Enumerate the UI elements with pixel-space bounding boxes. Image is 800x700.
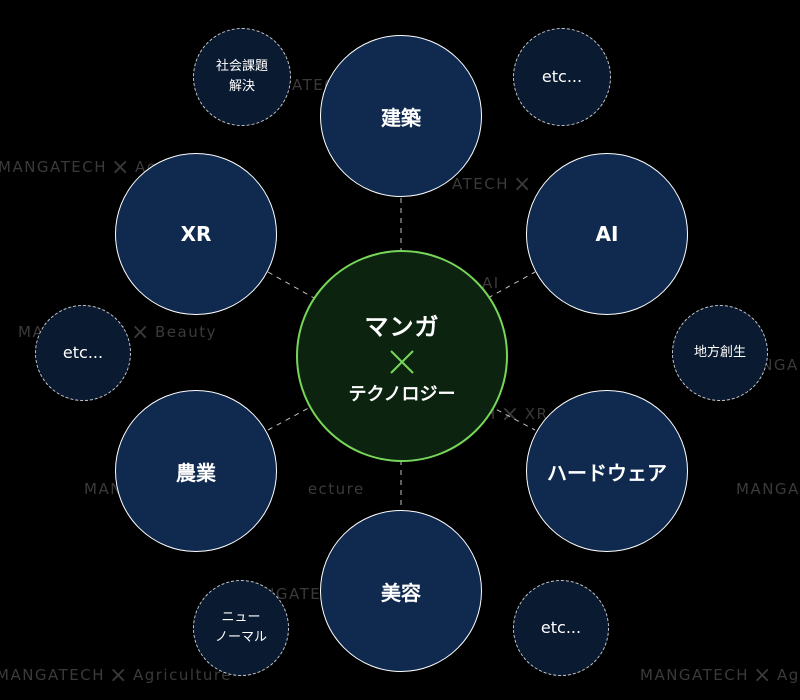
node-etc-top: etc... xyxy=(513,28,611,126)
node-architecture: 建築 xyxy=(320,35,482,197)
node-label: 建築 xyxy=(381,105,421,130)
node-social-issues: 社会課題 解決 xyxy=(193,28,291,126)
node-label: etc... xyxy=(541,66,583,86)
node-hardware: ハードウェア xyxy=(526,390,688,552)
node-new-normal: ニュー ノーマル xyxy=(193,580,289,676)
node-agriculture: 農業 xyxy=(115,390,277,552)
node-label: ノーマル xyxy=(214,630,267,645)
cross-icon xyxy=(390,349,414,374)
node-label: XR xyxy=(180,222,212,246)
bg-text: MANGA xyxy=(736,480,800,498)
node-label: 農業 xyxy=(176,460,216,485)
node-label: 社会課題 xyxy=(215,58,268,74)
node-label: ニュー xyxy=(221,609,261,625)
connector-line xyxy=(267,271,315,299)
node-label: 解決 xyxy=(228,79,255,94)
center-title: マンガ xyxy=(364,312,440,341)
node-label: 美容 xyxy=(381,580,421,605)
connector-line xyxy=(267,404,315,431)
connector-line xyxy=(487,271,536,299)
node-label: AI xyxy=(595,222,619,246)
connector-line xyxy=(487,404,536,431)
node-xr: XR xyxy=(115,153,277,315)
node-label: etc... xyxy=(62,342,104,362)
bg-text: MANGATECH×Agriculture xyxy=(640,663,800,688)
center-hub: マンガ テクノロジー xyxy=(296,250,508,462)
bg-text: MANGATECH×Agriculture xyxy=(0,663,232,688)
node-label: 地方創生 xyxy=(693,344,746,360)
bg-text: ATECH× xyxy=(452,172,533,197)
center-subtitle: テクノロジー xyxy=(348,383,456,405)
node-label: etc... xyxy=(540,617,582,637)
node-label: ハードウェア xyxy=(547,460,667,485)
node-etc-left: etc... xyxy=(35,305,131,401)
node-beauty: 美容 xyxy=(320,510,482,672)
bg-text: AI xyxy=(482,274,500,292)
node-regional: 地方創生 xyxy=(672,305,768,401)
node-ai: AI xyxy=(526,153,688,315)
node-etc-bottom: etc... xyxy=(513,580,609,676)
